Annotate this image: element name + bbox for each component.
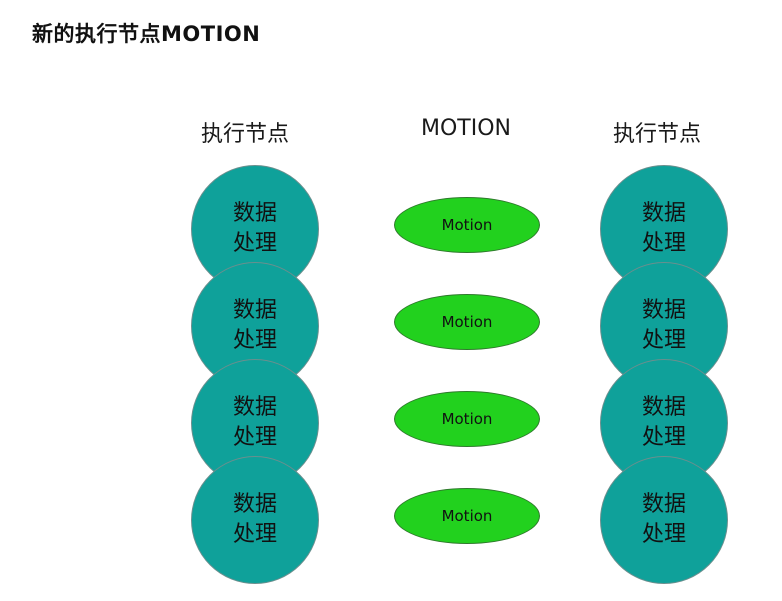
- motion-ellipse-1: Motion: [394, 197, 540, 253]
- node-label-line2: 处理: [641, 425, 686, 450]
- motion-ellipse-4: Motion: [394, 488, 540, 544]
- node-label-line2: 处理: [641, 328, 686, 353]
- motion-ellipse-2: Motion: [394, 294, 540, 350]
- node-label-line1: 数据: [641, 201, 686, 226]
- right-node-4: 数据 处理: [600, 456, 728, 584]
- header-right: 执行节点: [612, 122, 701, 147]
- node-label-line1: 数据: [641, 492, 686, 517]
- header-middle: MOTION: [421, 116, 511, 141]
- node-label-line1: 数据: [232, 395, 277, 420]
- node-label-line1: 数据: [641, 395, 686, 420]
- motion-label: Motion: [441, 410, 493, 428]
- node-label-line1: 数据: [641, 298, 686, 323]
- node-label-line1: 数据: [232, 201, 277, 226]
- node-label-line1: 数据: [232, 298, 277, 323]
- node-label-line2: 处理: [232, 328, 277, 353]
- motion-label: Motion: [441, 216, 493, 234]
- left-node-4: 数据 处理: [191, 456, 319, 584]
- motion-label: Motion: [441, 507, 493, 525]
- motion-ellipse-3: Motion: [394, 391, 540, 447]
- node-label-line2: 处理: [232, 425, 277, 450]
- page-title: 新的执行节点MOTION: [32, 22, 261, 46]
- motion-label: Motion: [441, 313, 493, 331]
- node-label-line2: 处理: [641, 231, 686, 256]
- node-label-line1: 数据: [232, 492, 277, 517]
- node-label-line2: 处理: [232, 231, 277, 256]
- node-label-line2: 处理: [641, 522, 686, 547]
- node-label-line2: 处理: [232, 522, 277, 547]
- header-left: 执行节点: [200, 122, 289, 147]
